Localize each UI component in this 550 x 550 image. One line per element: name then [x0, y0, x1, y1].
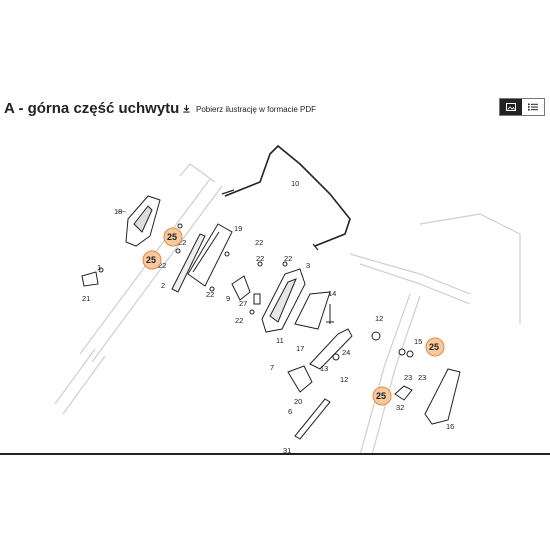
part-16: [424, 368, 461, 425]
label-22[interactable]: 22: [284, 254, 292, 263]
label-10[interactable]: 10: [291, 179, 299, 188]
screws-22: [175, 223, 288, 315]
part-11: [294, 291, 331, 330]
part-12: [371, 331, 381, 341]
bottom-divider: [0, 453, 550, 455]
label-16[interactable]: 16: [446, 422, 454, 431]
label-23[interactable]: 23: [404, 373, 412, 382]
label-17[interactable]: 17: [296, 344, 304, 353]
label-18[interactable]: 18: [114, 207, 122, 216]
image-view-button[interactable]: [500, 99, 522, 115]
label-22[interactable]: 22: [256, 254, 264, 263]
highlight-markers: 25 25 25 25: [142, 227, 445, 406]
label-14[interactable]: 14: [328, 289, 336, 298]
label-11[interactable]: 11: [276, 336, 284, 345]
label-32[interactable]: 32: [396, 403, 404, 412]
part-6: [294, 398, 331, 440]
label-3[interactable]: 3: [306, 261, 310, 270]
label-22[interactable]: 22: [178, 238, 186, 247]
label-2[interactable]: 2: [161, 281, 165, 290]
label-31[interactable]: 31: [283, 446, 291, 455]
highlight-label-25: 25: [429, 342, 439, 352]
view-toggle: [499, 98, 545, 116]
highlight-label-25: 25: [146, 255, 156, 265]
label-15[interactable]: 15: [414, 337, 422, 346]
download-pdf-label: Pobierz ilustrację w formacie PDF: [196, 105, 317, 114]
highlight-marker-25[interactable]: 25: [425, 337, 445, 357]
highlight-label-25: 25: [167, 232, 177, 242]
list-view-button[interactable]: [522, 99, 544, 115]
label-22[interactable]: 22: [255, 238, 263, 247]
label-23[interactable]: 23: [418, 373, 426, 382]
part-15: [398, 348, 414, 358]
part-labels: 10 18 19 22 22 22 22 22 22 22 3 2 9 27 2…: [82, 179, 454, 455]
part-3: [261, 268, 306, 333]
label-6[interactable]: 6: [288, 407, 292, 416]
label-1[interactable]: 1: [97, 263, 101, 272]
label-12[interactable]: 12: [340, 375, 348, 384]
part-2: [171, 233, 206, 293]
label-7[interactable]: 7: [270, 363, 274, 372]
part-7: [287, 365, 313, 393]
page-title: A - górna część uchwytu: [4, 100, 180, 117]
label-24[interactable]: 24: [342, 348, 350, 357]
label-19[interactable]: 19: [234, 224, 242, 233]
download-pdf-link[interactable]: Pobierz ilustrację w formacie PDF: [182, 104, 316, 115]
part-27: [253, 293, 261, 305]
part-19: [187, 223, 233, 287]
label-21[interactable]: 21: [82, 294, 90, 303]
part-14: [326, 304, 334, 324]
cable-10: [224, 144, 351, 247]
part-1: [81, 267, 104, 287]
label-22[interactable]: 22: [206, 290, 214, 299]
part-32: [394, 385, 413, 401]
label-22[interactable]: 22: [235, 316, 243, 325]
highlight-marker-25[interactable]: 25: [163, 227, 183, 247]
label-13[interactable]: 13: [320, 364, 328, 373]
handle-outline-ghost: [54, 163, 521, 455]
download-icon: [182, 104, 191, 115]
parts-diagram: 10 18 19 22 22 22 22 22 22 22 3 2 9 27 2…: [0, 124, 550, 455]
label-22[interactable]: 22: [158, 261, 166, 270]
highlight-label-25: 25: [376, 391, 386, 401]
image-view-icon: [506, 98, 516, 116]
section-header: A - górna część uchwytu Pobierz ilustrac…: [0, 96, 550, 124]
label-9[interactable]: 9: [226, 294, 230, 303]
label-27[interactable]: 27: [239, 299, 247, 308]
list-view-icon: [528, 98, 538, 116]
label-12[interactable]: 12: [375, 314, 383, 323]
part-18: [125, 195, 161, 247]
highlight-marker-25[interactable]: 25: [372, 386, 392, 406]
part-13: [309, 328, 353, 370]
highlight-marker-25[interactable]: 25: [142, 250, 162, 270]
label-20[interactable]: 20: [294, 397, 302, 406]
part-9: [231, 275, 251, 301]
